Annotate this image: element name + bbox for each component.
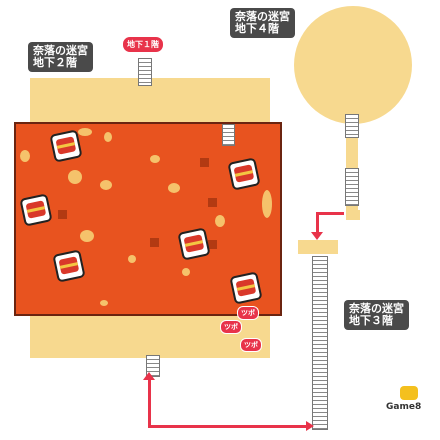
rock xyxy=(182,268,190,276)
ladder[interactable] xyxy=(222,124,235,146)
rock xyxy=(168,183,180,193)
game8-logo-text: Game8 xyxy=(386,402,422,412)
arrow-head-down xyxy=(311,232,323,240)
ladder[interactable] xyxy=(345,114,359,138)
treasure-chest-icon[interactable] xyxy=(49,129,83,163)
rock xyxy=(150,155,160,163)
route-arrow xyxy=(148,425,308,428)
dark-tile xyxy=(208,240,217,249)
treasure-chest-icon[interactable] xyxy=(227,157,261,191)
b3-corridor-top xyxy=(298,240,338,254)
dark-tile xyxy=(200,158,209,167)
b4-round-room xyxy=(294,6,412,124)
rock xyxy=(68,170,82,184)
rock xyxy=(20,150,30,162)
floor-label-b3: 奈落の迷宮 地下３階 xyxy=(344,300,409,330)
rock xyxy=(215,215,225,227)
tsubo-marker: ツボ xyxy=(240,338,262,352)
rock xyxy=(104,132,112,142)
rock xyxy=(78,128,92,136)
b4-corridor-end xyxy=(346,210,360,220)
to-b1-marker: 地下１階 xyxy=(122,36,164,53)
treasure-chest-icon[interactable] xyxy=(52,249,86,283)
ladder-to-b1[interactable] xyxy=(138,58,152,86)
rock xyxy=(80,230,94,242)
ladder-b3[interactable] xyxy=(312,256,328,430)
arrow-head-right xyxy=(306,421,314,431)
dark-tile xyxy=(150,238,159,247)
treasure-chest-icon[interactable] xyxy=(229,271,263,305)
ladder[interactable] xyxy=(345,168,359,206)
tsubo-marker: ツボ xyxy=(220,320,242,334)
arrow-head-up xyxy=(143,372,155,380)
floor-label-b2: 奈落の迷宮 地下２階 xyxy=(28,42,93,72)
route-arrow xyxy=(148,378,151,428)
route-arrow xyxy=(316,212,319,234)
game8-logo-icon xyxy=(400,386,418,400)
treasure-chest-icon[interactable] xyxy=(19,193,53,227)
floor-label-b4: 奈落の迷宮 地下４階 xyxy=(230,8,295,38)
dark-tile xyxy=(58,210,67,219)
rock xyxy=(262,190,272,218)
rock xyxy=(100,180,112,190)
tsubo-marker: ツボ xyxy=(237,306,259,320)
treasure-chest-icon[interactable] xyxy=(177,227,211,261)
route-arrow xyxy=(316,212,344,215)
dark-tile xyxy=(208,198,217,207)
rock xyxy=(128,255,136,263)
rock xyxy=(100,300,108,306)
